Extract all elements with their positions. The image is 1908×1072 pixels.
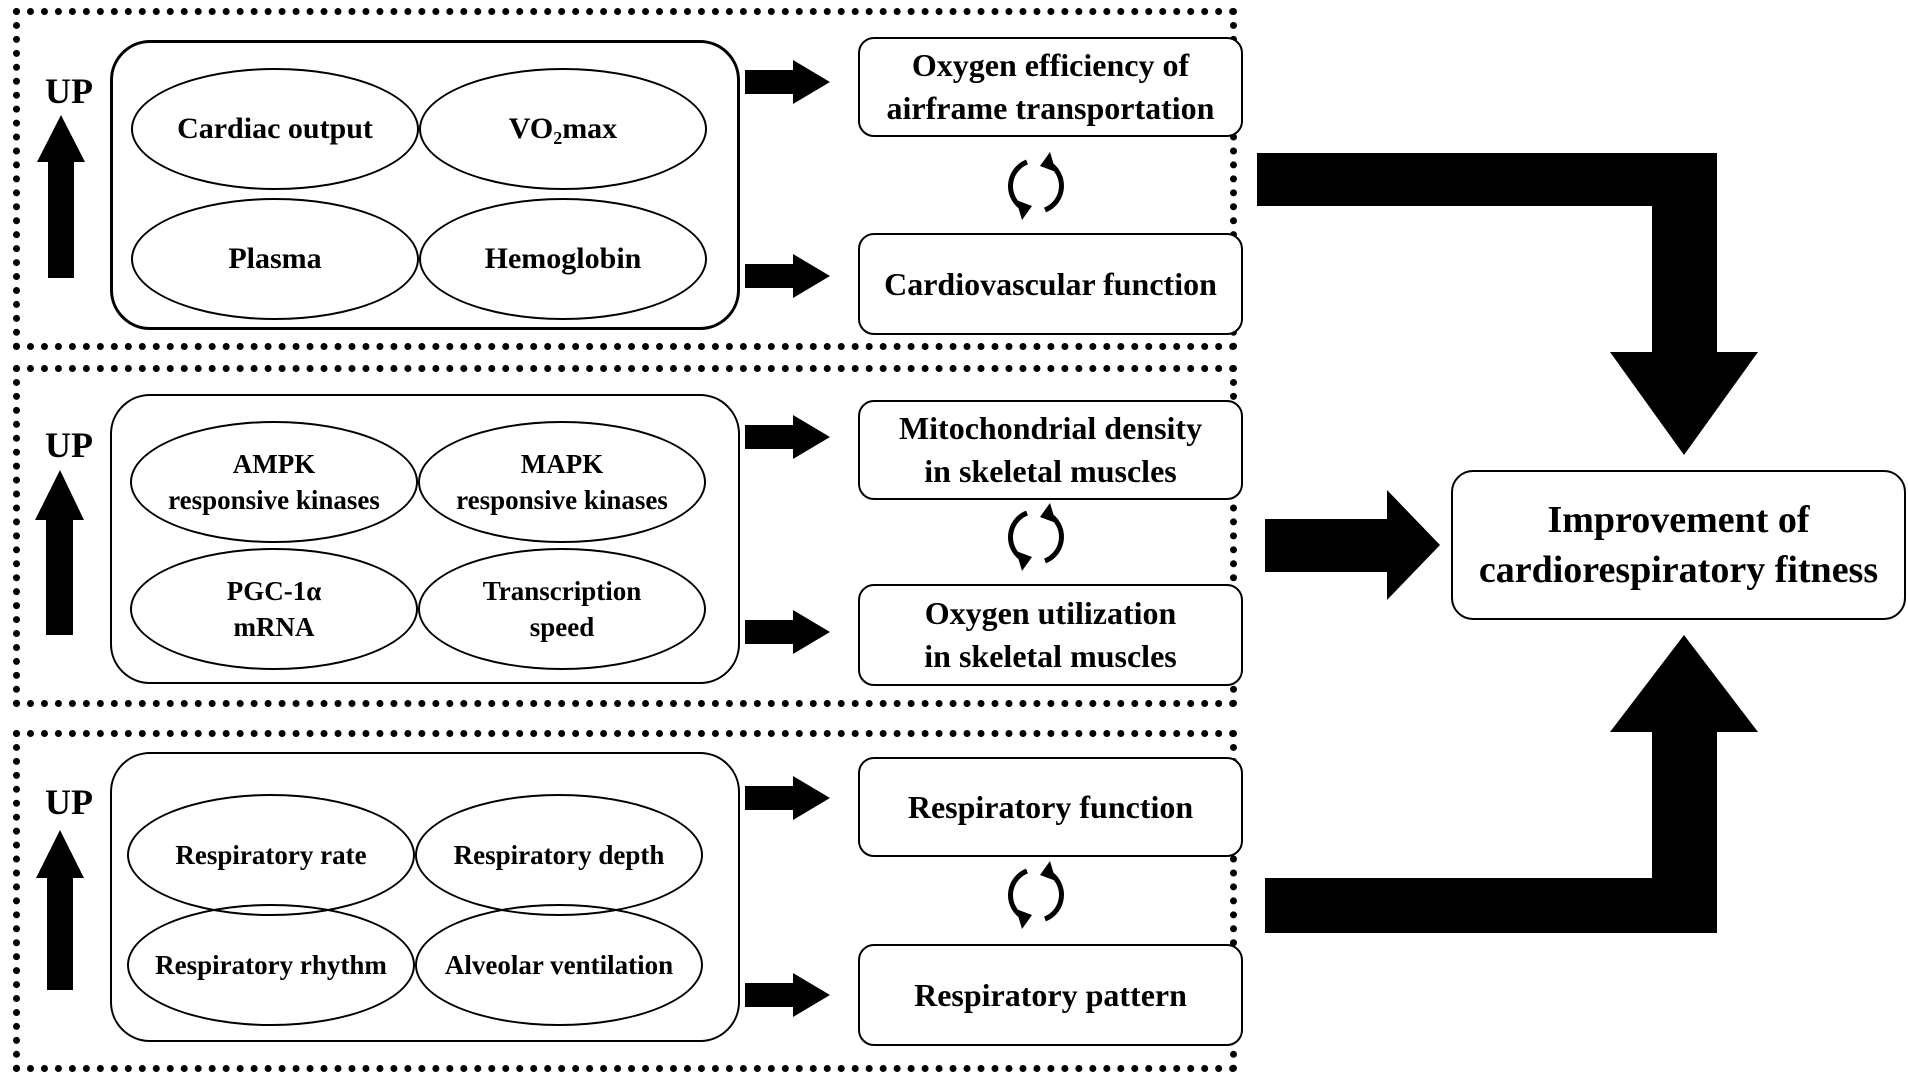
arrow-right-icon [745, 973, 830, 1017]
arrow-right-icon [745, 776, 830, 820]
factor-ellipse: AMPK responsive kinases [130, 421, 418, 543]
respiratory-panel: UP Respiratory rate Respiratory depth Re… [13, 730, 1243, 1072]
up-arrow-icon [35, 470, 84, 635]
up-arrow-icon [36, 830, 84, 990]
cycle-arrows-icon [1011, 152, 1062, 220]
factors-group: Respiratory rate Respiratory depth Respi… [110, 752, 740, 1042]
factor-ellipse: Hemoglobin [419, 198, 707, 320]
arrow-right-icon [745, 610, 830, 654]
factor-ellipse: Respiratory rhythm [127, 904, 415, 1026]
bent-arrow-down-icon [1257, 153, 1758, 455]
arrow-right-icon [745, 254, 830, 298]
arrow-right-icon [745, 60, 830, 104]
factor-ellipse: Respiratory depth [415, 794, 703, 916]
cardiovascular-panel: UP Cardiac output VO₂max Plasma Hemoglob… [13, 8, 1243, 350]
factors-group: AMPK responsive kinases MAPK responsive … [110, 394, 740, 684]
up-arrow-icon [37, 115, 85, 278]
up-label: UP [45, 782, 93, 822]
outcome-box: Respiratory pattern [858, 944, 1243, 1046]
factor-ellipse: MAPK responsive kinases [418, 421, 706, 543]
up-label: UP [45, 71, 93, 111]
factors-group: Cardiac output VO₂max Plasma Hemoglobin [110, 40, 740, 330]
factor-ellipse: VO₂max [419, 68, 707, 190]
cycle-arrows-icon [1011, 503, 1062, 571]
outcome-box: Respiratory function [858, 757, 1243, 857]
arrow-right-icon [745, 415, 830, 459]
factor-ellipse: Transcription speed [418, 548, 706, 670]
factor-ellipse: Alveolar ventilation [415, 904, 703, 1026]
cycle-arrows-icon [1011, 861, 1062, 929]
outcome-box: Mitochondrial density in skeletal muscle… [858, 400, 1243, 500]
factor-ellipse: PGC-1α mRNA [130, 548, 418, 670]
factor-ellipse: Cardiac output [131, 68, 419, 190]
factor-ellipse: Plasma [131, 198, 419, 320]
up-label: UP [45, 425, 93, 465]
arrow-right-big-icon [1265, 490, 1440, 600]
muscular-panel: UP AMPK responsive kinases MAPK responsi… [13, 365, 1243, 707]
outcome-box: Oxygen efficiency of airframe transporta… [858, 37, 1243, 137]
result-box: Improvement of cardiorespiratory fitness [1451, 470, 1906, 620]
outcome-box: Cardiovascular function [858, 233, 1243, 335]
bent-arrow-up-icon [1265, 635, 1758, 933]
outcome-box: Oxygen utilization in skeletal muscles [858, 584, 1243, 686]
